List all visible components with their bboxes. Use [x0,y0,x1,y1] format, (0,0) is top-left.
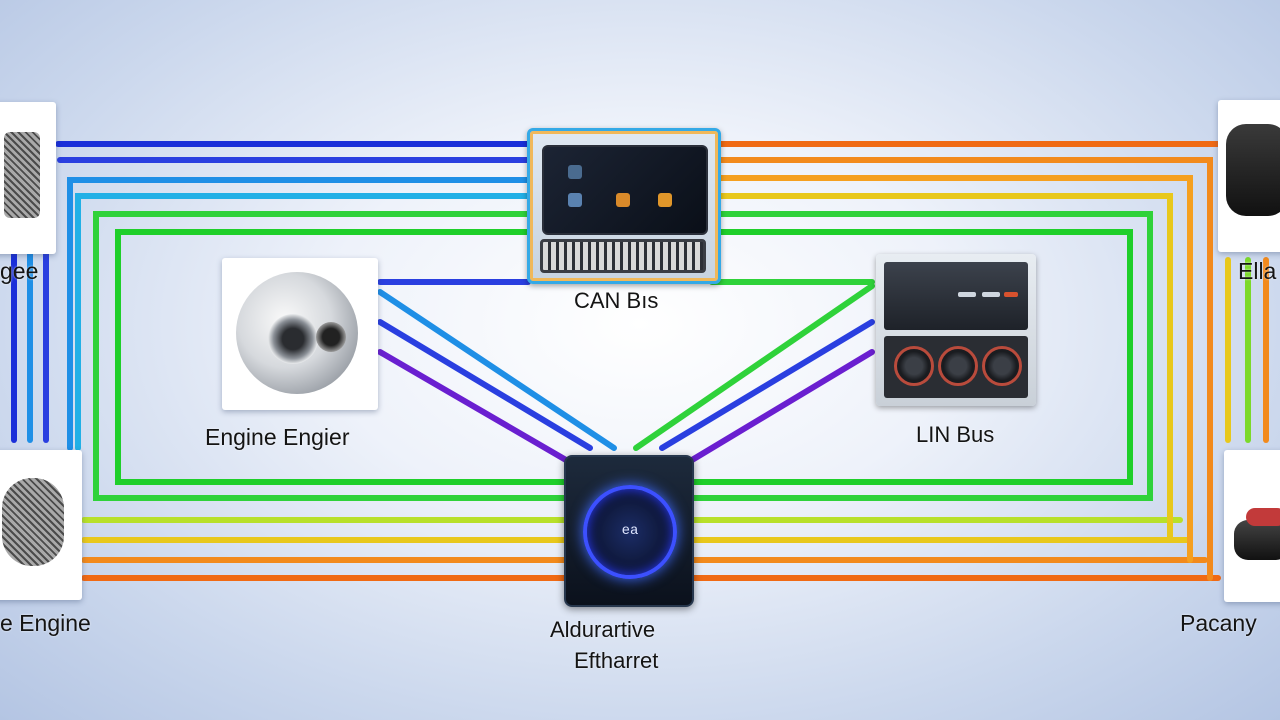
ethernet-gateway: ea [564,455,694,607]
gateway-label-line2: Eftharret [574,648,659,673]
right-top-label: Ella [1238,258,1277,284]
sensor-image [1234,520,1280,560]
engine-part-image [2,478,64,566]
wire-lightblue-loop [67,177,533,451]
key-fob-image [1226,124,1280,216]
sensor-cap [1246,508,1280,526]
wire-yellow-r [712,193,1173,543]
lin-screen [884,262,1028,330]
wire-diag-green-r2 [633,283,875,451]
right-top-component-card [1218,100,1280,252]
can-bus-display [527,128,721,284]
wire-green-bottom-r [687,211,1153,501]
wire-orange-2-r [712,157,1213,581]
right-bottom-component-card [1224,450,1280,602]
indicator-bar [1004,292,1018,297]
app-icon [616,193,630,207]
dial-knob [938,346,978,386]
dial-knob [894,346,934,386]
gateway-ring: ea [583,485,677,579]
wire-diag-purple-r [689,349,875,463]
lin-bus-dashboard [876,254,1036,406]
app-icon [568,165,582,179]
left-bottom-component-card [0,450,82,600]
lin-bus-label: LIN Bus [916,422,995,447]
wheel-knob [316,322,346,352]
wire-diag-lb-l [377,289,617,451]
wire-diag-purple-l [377,349,569,463]
wire-green-inner-r [687,229,1133,485]
indicator-bar [958,292,976,297]
gateway-label-line1: Aldurartive [550,617,656,642]
indicator-bar [982,292,1000,297]
engine-component-card [222,258,378,410]
left-top-label: gee [0,258,39,284]
dial-knob [982,346,1022,386]
wire-diag-blue-r [659,319,875,451]
wheel-hub-image [236,272,358,394]
wire-cyan-loop [75,193,533,451]
keyboard [540,239,706,273]
left-top-component-card [0,102,56,254]
wire-orange-3-r [712,175,1193,563]
wire-green-loop-left [93,211,567,501]
app-icon [658,193,672,207]
wheel-core [268,314,318,364]
gateway-screen-text: ea [621,523,639,539]
can-bus-label: CAN Bıs [574,288,659,313]
wire-green-inner-left [115,229,567,485]
left-bottom-label: e Engine [0,610,91,636]
can-screen [542,145,708,235]
app-icon [568,193,582,207]
right-bottom-label: Pacany [1180,610,1257,636]
engine-block-image [4,132,40,218]
engine-label: Engine Engier [205,424,350,450]
lin-control-panel [884,336,1028,398]
wire-diag-blue-l2 [377,319,593,451]
